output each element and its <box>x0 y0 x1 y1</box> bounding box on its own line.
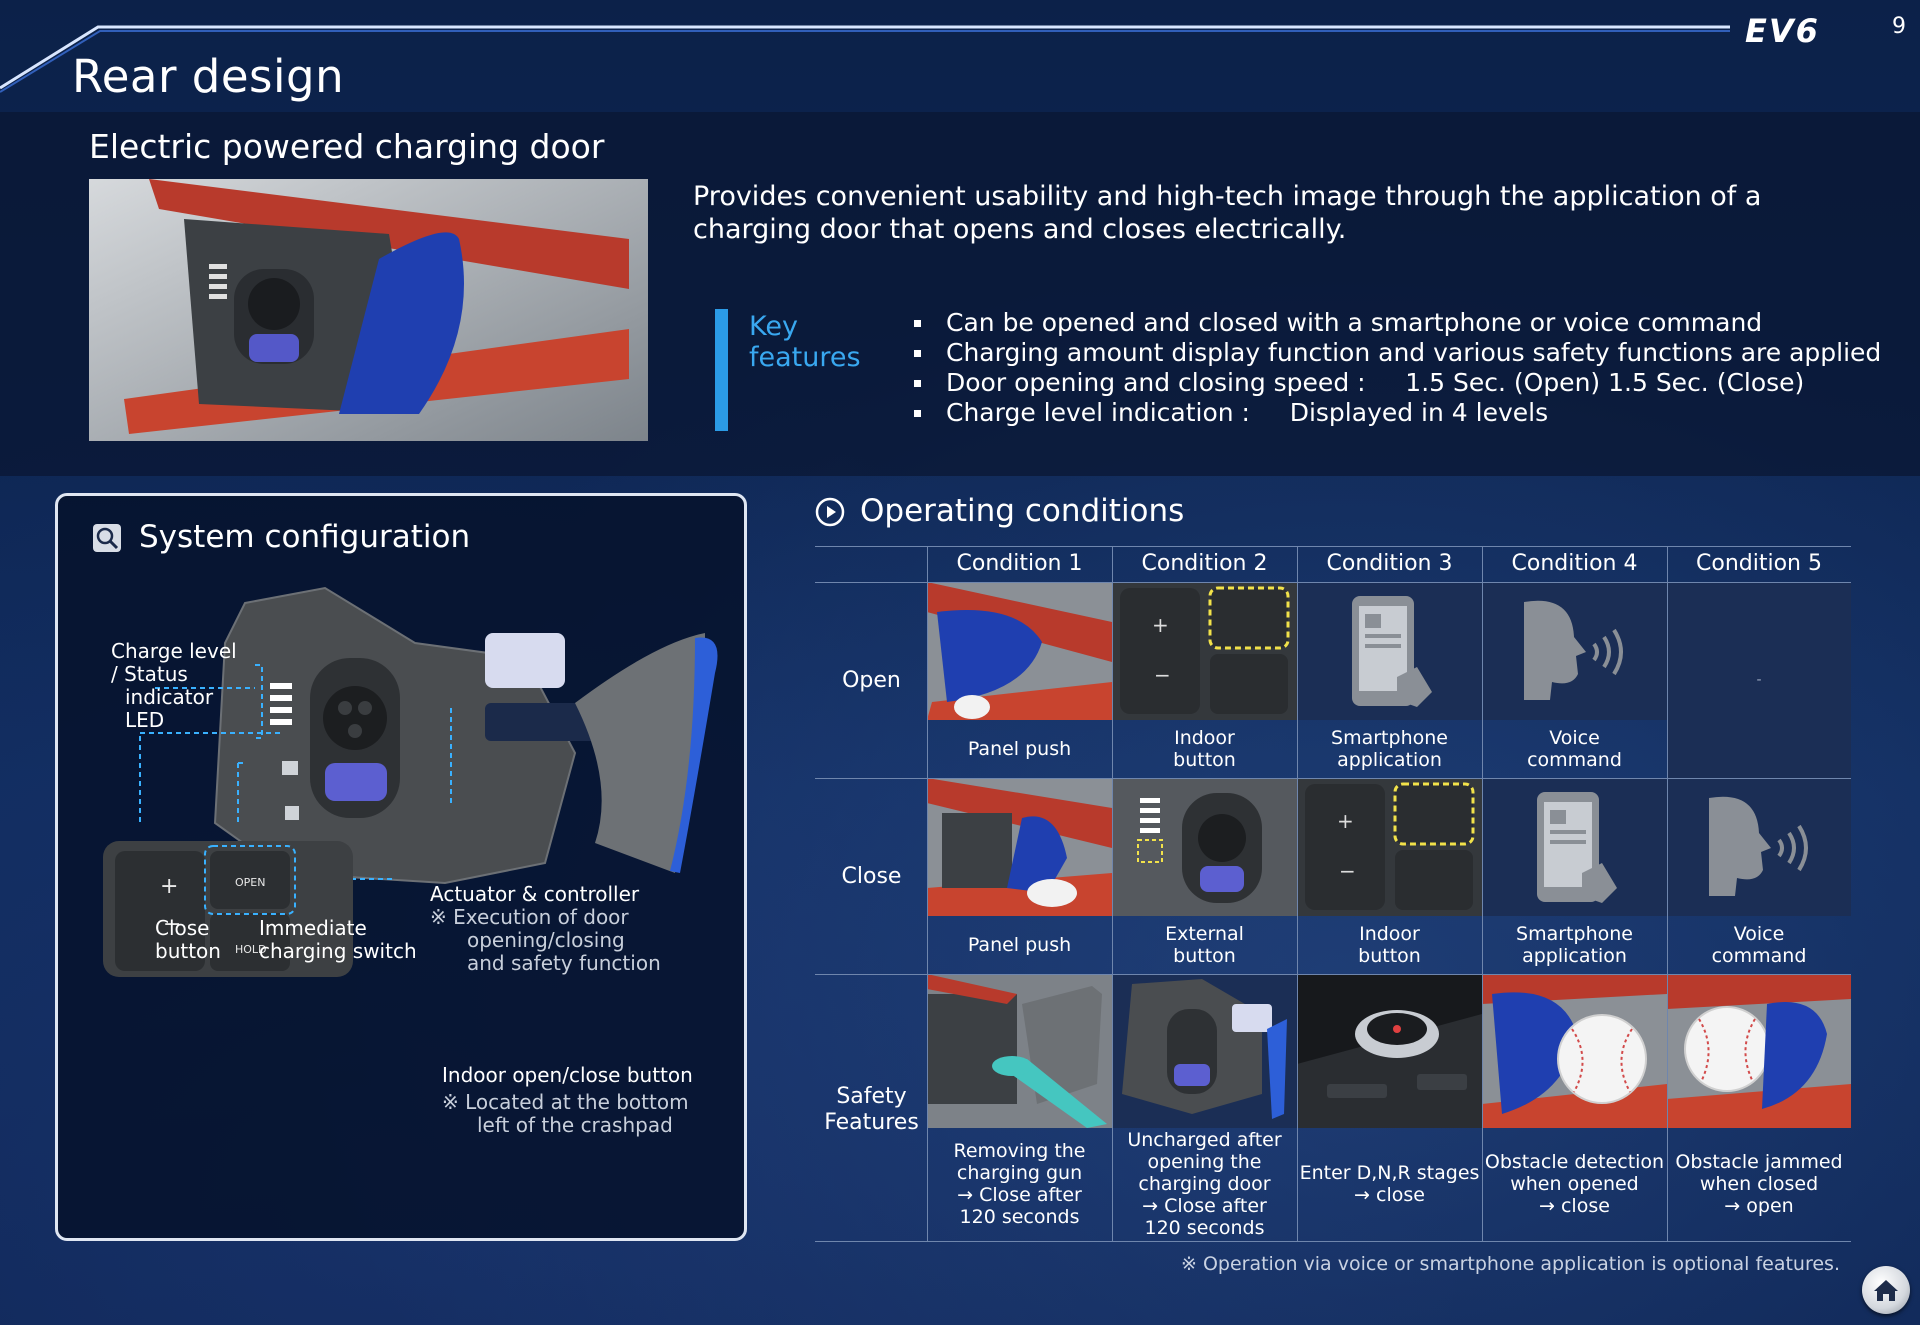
home-button[interactable] <box>1862 1266 1910 1314</box>
condition-caption: Indoor button <box>1173 727 1236 771</box>
play-circle-icon <box>815 497 845 527</box>
obstacle-detection-image <box>1482 974 1667 1128</box>
condition-header: Condition 2 <box>1141 551 1268 576</box>
btn-open-label: OPEN <box>235 876 265 889</box>
table-line <box>1112 546 1113 1241</box>
key-feature-item: Charging amount display function and var… <box>910 338 1881 368</box>
smartphone-icon <box>1297 582 1482 720</box>
page-number: 9 <box>1892 14 1906 39</box>
condition-5-empty-cell <box>1667 582 1851 778</box>
svg-text:+: + <box>1337 809 1354 833</box>
system-config-diagram: OPEN HOLD + − <box>103 586 718 977</box>
condition-caption: External button <box>1165 923 1244 967</box>
home-icon <box>1874 1280 1898 1301</box>
condition-header: Condition 4 <box>1511 551 1638 576</box>
svg-text:+: + <box>160 874 178 899</box>
close-button-label: Close button <box>155 916 221 963</box>
brand-logo: EV6 <box>1745 12 1820 50</box>
condition-caption: Obstacle detection when opened → close <box>1484 1151 1665 1217</box>
indoor-button-label: Indoor open/close button ※ Located at th… <box>442 1063 693 1137</box>
key-features-label: Key features <box>749 311 869 373</box>
header-decoration <box>0 25 1730 93</box>
operating-conditions-title: Operating conditions <box>860 493 1185 529</box>
key-feature-item: Can be opened and closed with a smartpho… <box>910 308 1881 338</box>
svg-text:+: + <box>1152 613 1169 637</box>
btn-hold-label: HOLD <box>235 943 267 956</box>
key-feature-item: Door opening and closing speed : 1.5 Sec… <box>910 368 1881 398</box>
charging-gun-image <box>927 974 1112 1128</box>
intro-text: Provides convenient usability and high-t… <box>693 181 1762 245</box>
row-label-safety: Safety Features <box>824 1084 919 1135</box>
key-features-list: Can be opened and closed with a smartpho… <box>910 308 1881 428</box>
condition-caption: Smartphone application <box>1516 923 1633 967</box>
key-features-label-line2: features <box>749 342 861 373</box>
obstacle-jammed-image <box>1667 974 1851 1128</box>
condition-caption: Panel push <box>967 934 1072 956</box>
condition-caption: Voice command <box>1527 727 1622 771</box>
panel-push-close-image <box>927 778 1112 916</box>
table-line <box>1482 546 1483 1241</box>
condition-caption: Smartphone application <box>1331 727 1448 771</box>
svg-text:−: − <box>1339 859 1356 883</box>
table-line <box>927 546 928 1241</box>
charge-led-label: Charge level / Status indicator LED <box>111 639 237 732</box>
condition-header: Condition 5 <box>1696 551 1822 576</box>
condition-caption: Indoor button <box>1358 923 1421 967</box>
table-line <box>815 778 1851 779</box>
condition-caption: Voice command <box>1711 923 1807 967</box>
charging-door-open-image <box>1112 974 1297 1128</box>
condition-header: Condition 3 <box>1326 551 1453 576</box>
svg-text:−: − <box>1154 663 1171 687</box>
actuator-controller-label: Actuator & controller ※ Execution of doo… <box>430 882 661 975</box>
gear-shift-dial-image <box>1297 974 1482 1128</box>
condition-caption: Obstacle jammed when closed → open <box>1675 1151 1843 1217</box>
table-line <box>815 1241 1851 1242</box>
condition-caption: Uncharged after opening the charging doo… <box>1127 1129 1282 1239</box>
system-config-title: System configuration <box>139 519 471 555</box>
key-feature-item: Charge level indication : Displayed in 4… <box>910 398 1881 428</box>
voice-command-icon <box>1482 582 1667 720</box>
panel-push-image <box>927 582 1112 720</box>
key-features-label-line1: Key <box>749 311 798 342</box>
row-label-open: Open <box>842 668 901 693</box>
immediate-charging-switch-label: Immediate charging switch <box>259 916 417 963</box>
condition-caption: Enter D,N,R stages → close <box>1299 1162 1480 1206</box>
key-features-bar <box>715 309 728 431</box>
magnifier-icon <box>92 523 122 553</box>
row-label-close: Close <box>841 864 902 889</box>
page-title: Rear design <box>72 50 345 103</box>
table-line <box>1667 546 1668 1241</box>
footnote: ※ Operation via voice or smartphone appl… <box>1180 1253 1840 1275</box>
table-line <box>815 582 1851 583</box>
table-line <box>1297 546 1298 1241</box>
table-line <box>815 546 1851 547</box>
condition-caption: - <box>1756 672 1762 688</box>
operating-conditions-table: Condition 1 Condition 2 Condition 3 Cond… <box>815 546 1851 1242</box>
external-button-image <box>1112 778 1297 916</box>
charging-door-photo <box>89 179 648 441</box>
voice-command-icon <box>1667 778 1851 916</box>
indoor-button-image: +− <box>1112 582 1297 720</box>
indoor-button-close-image: +− <box>1297 778 1482 916</box>
section-title: Electric powered charging door <box>89 127 605 166</box>
table-line <box>815 974 1851 975</box>
svg-text:−: − <box>163 912 181 937</box>
condition-header: Condition 1 <box>956 551 1083 576</box>
condition-caption: Removing the charging gun → Close after … <box>953 1140 1086 1228</box>
smartphone-icon <box>1482 778 1667 916</box>
condition-caption: Panel push <box>967 738 1072 760</box>
